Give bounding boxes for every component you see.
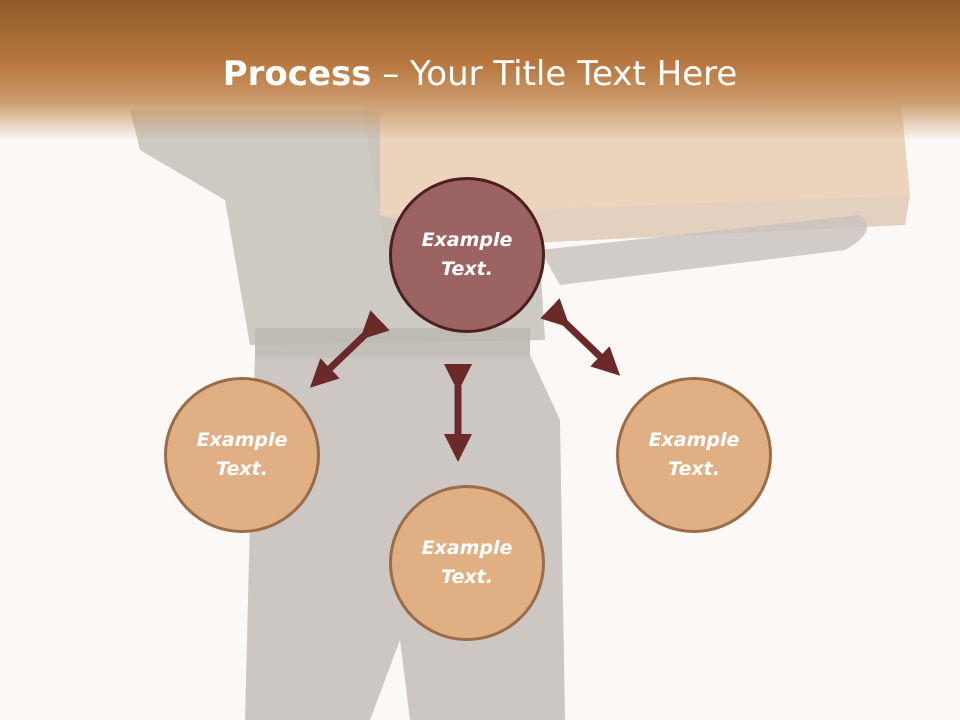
arrow-center-left xyxy=(309,310,390,388)
bottom-line2: Text. xyxy=(441,566,493,588)
header-band xyxy=(0,0,960,140)
left-line1: Example xyxy=(196,429,288,451)
right-line2: Text. xyxy=(668,458,720,480)
arrow-center-right xyxy=(540,298,621,376)
left-line2: Text. xyxy=(216,458,268,480)
slide-title: Process – Your Title Text Here xyxy=(0,52,960,96)
title-bold: Process xyxy=(222,54,372,94)
center-line2: Text. xyxy=(441,258,493,280)
right-line1: Example xyxy=(648,429,740,451)
center-line1: Example xyxy=(421,229,513,251)
title-rest: – Your Title Text Here xyxy=(371,54,738,94)
bottom-line1: Example xyxy=(421,537,513,559)
